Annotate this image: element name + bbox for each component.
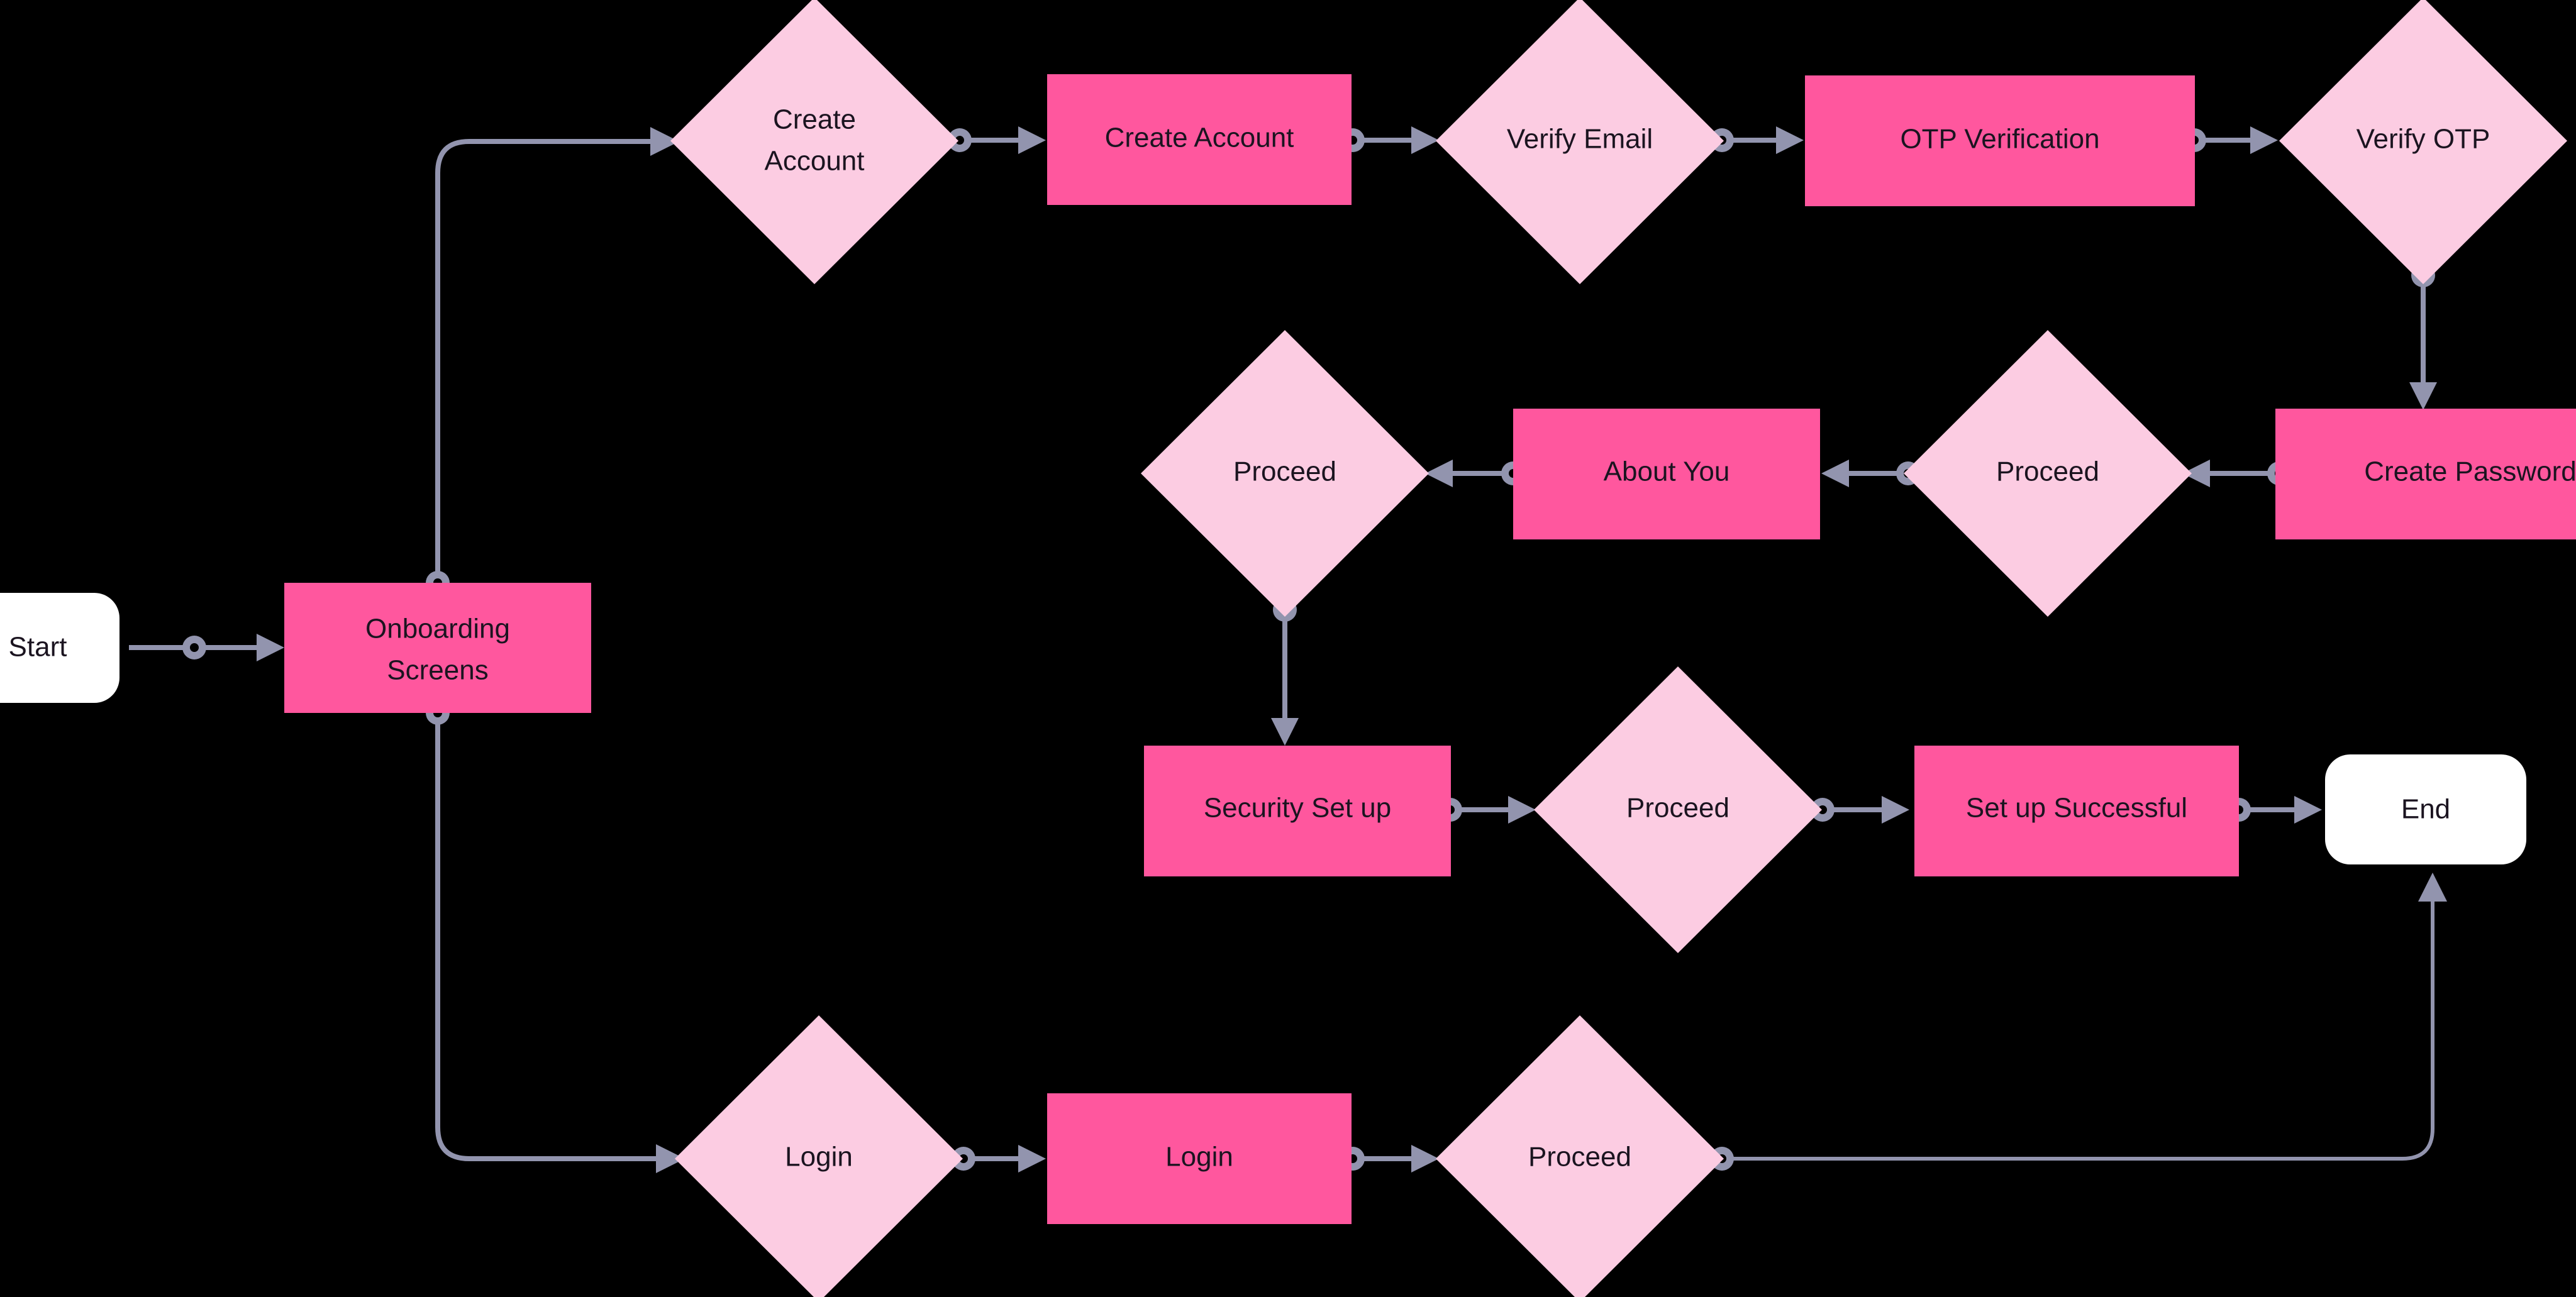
edge-createaccountproc-to-verifyemail[interactable] [1341, 126, 1439, 154]
edge-proceedsec-to-setupsuccessful[interactable] [1811, 796, 1909, 824]
node-security-setup-process[interactable]: Security Set up [1144, 746, 1451, 876]
node-proceed-login-decision[interactable]: Proceed [1436, 1015, 1724, 1297]
node-proceed-password-decision[interactable]: Proceed [1904, 330, 2192, 617]
node-create-password-process[interactable]: Create Password [2275, 409, 2576, 539]
edge-otpverification-to-verifyotp[interactable] [2182, 126, 2278, 154]
edge-verifyotp-to-createpassword[interactable] [2409, 263, 2437, 410]
edge-proceedabout-to-securitysetup[interactable] [1271, 598, 1299, 746]
node-proceed-about-decision[interactable]: Proceed [1141, 330, 1429, 617]
node-onboarding-screens[interactable]: Onboarding Screens [284, 583, 591, 713]
edge-verifyemail-to-otpverification[interactable] [1710, 126, 1804, 154]
node-about-you-process[interactable]: About You [1513, 409, 1820, 539]
node-proceed-security-decision[interactable]: Proceed [1534, 666, 1822, 953]
node-login-decision[interactable]: Login [675, 1015, 963, 1297]
edge-securitysetup-to-proceedsec[interactable] [1438, 796, 1536, 824]
edge-layer [129, 126, 2447, 1173]
node-verify-otp-decision[interactable]: Verify OTP [2279, 0, 2567, 284]
edge-aboutyou-to-proceedabout[interactable] [1425, 460, 1525, 487]
edge-onboarding-to-create-account[interactable] [426, 127, 679, 595]
node-end[interactable]: End [2325, 754, 2526, 864]
edge-setupsuccessful-to-end[interactable] [2227, 796, 2322, 824]
edge-logindec-to-loginproc[interactable] [952, 1145, 1046, 1173]
edge-onboarding-to-login[interactable] [426, 701, 685, 1173]
node-login-process[interactable]: Login [1047, 1093, 1352, 1224]
edge-createpassword-to-proceed-pw[interactable] [2182, 460, 2291, 487]
edge-start-to-onboarding[interactable] [129, 634, 284, 661]
edge-proceedlogin-to-end[interactable] [1710, 873, 2447, 1171]
edge-createaccountdec-to-createaccountproc[interactable] [948, 126, 1046, 154]
edge-loginproc-to-proceedlogin[interactable] [1341, 1145, 1439, 1173]
node-verify-email-decision[interactable]: Verify Email [1436, 0, 1724, 284]
node-start[interactable]: Start [0, 593, 119, 703]
node-create-account-process[interactable]: Create Account [1047, 74, 1352, 205]
node-otp-verification-process[interactable]: OTP Verification [1805, 75, 2195, 206]
node-setup-successful-process[interactable]: Set up Successful [1914, 746, 2239, 876]
node-create-account-decision[interactable]: Create Account [670, 0, 958, 284]
